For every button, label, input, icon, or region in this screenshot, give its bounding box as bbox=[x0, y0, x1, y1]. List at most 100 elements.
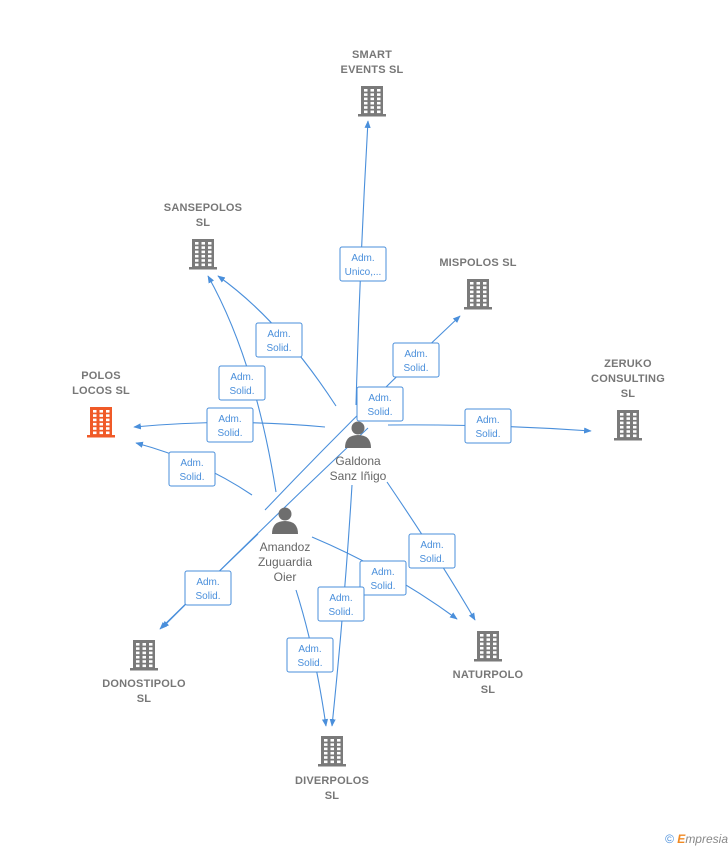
building-window bbox=[93, 410, 97, 413]
building-window bbox=[480, 638, 484, 641]
building-window bbox=[93, 431, 97, 435]
relation-label-box bbox=[408, 533, 456, 569]
relation-label-box bbox=[168, 451, 216, 487]
building-window bbox=[480, 642, 484, 646]
company-label-zeruko[interactable]: ZERUKO bbox=[604, 358, 652, 370]
relation-label-amandoz-sansepolos[interactable]: Adm.Solid. bbox=[218, 365, 266, 401]
relation-label-text: Solid. bbox=[419, 554, 444, 565]
building-window bbox=[201, 242, 205, 245]
building-window bbox=[106, 418, 110, 422]
building-window bbox=[626, 430, 630, 433]
relation-labels-layer: Adm.Unico,...Adm.Solid.Adm.Solid.Adm.Sol… bbox=[168, 246, 512, 673]
building-window bbox=[626, 434, 630, 438]
company-label-sansepolos[interactable]: SANSEPOLOS bbox=[164, 202, 242, 214]
building-window bbox=[99, 431, 103, 435]
building-window bbox=[106, 422, 110, 426]
company-label-diverpolos[interactable]: SL bbox=[325, 790, 340, 802]
company-label-naturpolo[interactable]: SL bbox=[481, 684, 496, 696]
company-label-smart[interactable]: SMART bbox=[352, 49, 392, 61]
building-window bbox=[486, 655, 490, 659]
building-window bbox=[330, 743, 334, 746]
relation-label-galdona-naturpolo[interactable]: Adm.Solid. bbox=[408, 533, 456, 569]
building-window bbox=[493, 651, 497, 654]
person-label-amandoz[interactable]: Zuguardia bbox=[258, 555, 312, 569]
person-label-amandoz[interactable]: Oier bbox=[274, 570, 297, 584]
building-window bbox=[208, 263, 212, 267]
company-label-diverpolos[interactable]: DIVERPOLOS bbox=[295, 775, 369, 787]
relation-label-box bbox=[218, 365, 266, 401]
building-icon-donostipolo[interactable] bbox=[130, 640, 158, 671]
relation-label-amandoz-diverpolos[interactable]: Adm.Solid. bbox=[286, 637, 334, 673]
relation-label-galdona-smart[interactable]: Adm.Unico,... bbox=[339, 246, 387, 282]
relation-label-amandoz-naturpolo[interactable]: Adm.Solid. bbox=[359, 560, 407, 596]
building-base bbox=[87, 435, 115, 438]
company-label-zeruko[interactable]: CONSULTING bbox=[591, 373, 665, 385]
building-icon-zeruko[interactable] bbox=[614, 410, 642, 441]
relation-label-amandoz-donostipolo[interactable]: Adm.Solid. bbox=[184, 570, 232, 606]
relation-label-text: Solid. bbox=[297, 658, 322, 669]
building-window bbox=[93, 418, 97, 422]
building-icon-poloslocos[interactable] bbox=[87, 407, 115, 438]
person-label-amandoz[interactable]: Amandoz bbox=[260, 540, 311, 554]
relation-label-amandoz-poloslocos[interactable]: Adm.Solid. bbox=[168, 451, 216, 487]
person-body bbox=[272, 521, 298, 534]
building-window bbox=[142, 651, 146, 655]
company-label-donostipolo[interactable]: SL bbox=[137, 693, 152, 705]
building-window bbox=[486, 646, 490, 650]
building-window bbox=[493, 642, 497, 646]
building-window bbox=[483, 303, 487, 307]
building-window bbox=[377, 97, 381, 101]
company-label-naturpolo[interactable]: NATURPOLO bbox=[453, 669, 524, 681]
building-window bbox=[136, 647, 140, 650]
building-window bbox=[620, 430, 624, 433]
relation-label-box bbox=[464, 408, 512, 444]
company-label-poloslocos[interactable]: POLOS bbox=[81, 370, 121, 382]
company-label-sansepolos[interactable]: SL bbox=[196, 217, 211, 229]
relation-label-galdona-donostipolo[interactable]: Adm.Solid. bbox=[356, 386, 404, 422]
building-window bbox=[377, 93, 381, 96]
building-window bbox=[195, 246, 199, 249]
person-icon-amandoz[interactable] bbox=[272, 507, 298, 535]
building-window bbox=[142, 664, 146, 668]
building-base bbox=[474, 659, 502, 662]
company-label-mispolos[interactable]: MISPOLOS SL bbox=[439, 257, 516, 269]
footer-brand[interactable]: © Empresia bbox=[665, 832, 728, 846]
building-window bbox=[142, 643, 146, 646]
building-window bbox=[633, 413, 637, 416]
relation-label-galdona-zeruko[interactable]: Adm.Solid. bbox=[464, 408, 512, 444]
relation-label-box bbox=[286, 637, 334, 673]
building-window bbox=[626, 417, 630, 420]
building-window bbox=[364, 101, 368, 105]
building-window bbox=[364, 89, 368, 92]
building-window bbox=[620, 417, 624, 420]
relation-label-galdona-diverpolos[interactable]: Adm.Solid. bbox=[317, 586, 365, 622]
building-window bbox=[493, 634, 497, 637]
person-label-galdona[interactable]: Sanz Iñigo bbox=[330, 469, 387, 483]
building-window bbox=[324, 760, 328, 764]
company-label-smart[interactable]: EVENTS SL bbox=[341, 64, 404, 76]
company-label-zeruko[interactable]: SL bbox=[621, 388, 636, 400]
building-icon-sansepolos[interactable] bbox=[189, 239, 217, 270]
building-window bbox=[476, 290, 480, 294]
building-window bbox=[208, 242, 212, 245]
building-base bbox=[318, 764, 346, 767]
building-window bbox=[470, 286, 474, 289]
building-window bbox=[337, 747, 341, 751]
building-window bbox=[364, 110, 368, 114]
relation-label-galdona-poloslocos[interactable]: Adm.Solid. bbox=[206, 407, 254, 443]
relation-label-galdona-sansepolos[interactable]: Adm.Solid. bbox=[255, 322, 303, 358]
company-label-donostipolo[interactable]: DONOSTIPOLO bbox=[102, 678, 186, 690]
building-window bbox=[633, 421, 637, 425]
building-icon-mispolos[interactable] bbox=[464, 279, 492, 310]
building-icon-naturpolo[interactable] bbox=[474, 631, 502, 662]
building-window bbox=[370, 101, 374, 105]
building-window bbox=[480, 634, 484, 637]
building-icon-smart[interactable] bbox=[358, 86, 386, 117]
building-window bbox=[99, 418, 103, 422]
relation-label-amandoz-mispolos[interactable]: Adm.Solid. bbox=[392, 342, 440, 378]
building-window bbox=[480, 646, 484, 650]
company-label-poloslocos[interactable]: LOCOS SL bbox=[72, 385, 130, 397]
person-label-galdona[interactable]: Galdona bbox=[335, 454, 381, 468]
person-icon-galdona[interactable] bbox=[345, 421, 371, 449]
building-icon-diverpolos[interactable] bbox=[318, 736, 346, 767]
